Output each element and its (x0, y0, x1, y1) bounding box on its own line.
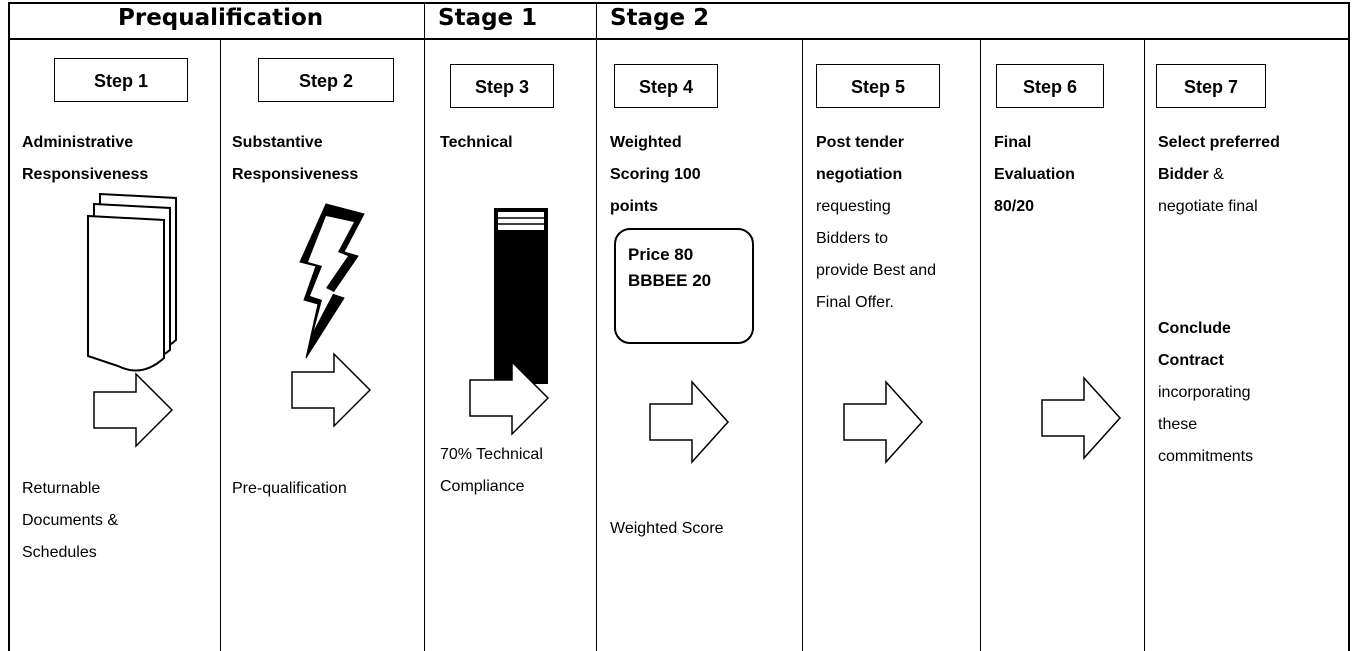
arrow-right-icon (649, 380, 730, 464)
col4-title-line2: Scoring 100 (610, 166, 701, 183)
col-divider-4 (802, 38, 803, 651)
step-2-box: Step 2 (258, 58, 394, 102)
col1-footer-line1: Returnable (22, 480, 101, 497)
col4-title-line1: Weighted (610, 134, 682, 151)
col7-line2: Bidder & (1158, 162, 1224, 188)
col7-ampersand: & (1208, 166, 1224, 183)
right-border (1348, 2, 1350, 651)
arrow-right-icon (93, 372, 174, 448)
col2-title-line2: Responsiveness (232, 166, 359, 183)
thermometer-bar-icon (494, 208, 548, 384)
col6-line2: Evaluation (994, 166, 1075, 183)
col7-bidder: Bidder (1158, 166, 1209, 183)
header-divider (8, 38, 1350, 40)
col3-title: Technical (440, 134, 513, 151)
col7-line1: Select preferred (1158, 134, 1280, 151)
step-5-box: Step 5 (816, 64, 940, 108)
col5-line3: requesting (816, 198, 891, 215)
step-6-box: Step 6 (996, 64, 1104, 108)
arrow-right-icon (291, 352, 372, 428)
col7-commitments: commitments (1158, 448, 1254, 465)
col-divider-2 (424, 2, 425, 651)
col3-footer-line1: 70% Technical (440, 446, 543, 463)
col4-footer: Weighted Score (610, 520, 724, 537)
header-prequalification: Prequalification (118, 5, 324, 31)
col7-line3: negotiate final (1158, 198, 1258, 215)
col1-title-line1: Administrative (22, 134, 134, 151)
arrow-right-icon (469, 360, 550, 436)
documents-icon (87, 192, 177, 372)
col5-line6: Final Offer. (816, 294, 894, 311)
top-border (8, 2, 1350, 4)
col-divider-5 (980, 38, 981, 651)
step-7-box: Step 7 (1156, 64, 1266, 108)
col-divider-3 (596, 2, 597, 651)
col6-line1: Final (994, 134, 1032, 151)
col1-title-line2: Responsiveness (22, 166, 149, 183)
left-border (8, 2, 10, 651)
badge-price: Price 80 (628, 245, 694, 264)
col7-incorporating: incorporating (1158, 384, 1251, 401)
step-4-box: Step 4 (614, 64, 718, 108)
col-divider-1 (220, 38, 221, 651)
col3-footer-line2: Compliance (440, 478, 525, 495)
header-stage-2: Stage 2 (610, 5, 710, 31)
col2-title-line1: Substantive (232, 134, 323, 151)
col4-title-line3: points (610, 198, 658, 215)
col5-line4: Bidders to (816, 230, 889, 247)
col6-line3: 80/20 (994, 198, 1035, 215)
col7-these: these (1158, 416, 1198, 433)
col1-footer-line2: Documents & (22, 512, 119, 529)
step-1-box: Step 1 (54, 58, 188, 102)
col2-footer: Pre-qualification (232, 480, 347, 497)
col1-footer-line3: Schedules (22, 544, 97, 561)
col5-line5: provide Best and (816, 262, 937, 279)
col-divider-6 (1144, 38, 1145, 651)
badge-bbbee: BBBEE 20 (628, 271, 712, 290)
arrow-right-icon (1041, 376, 1122, 460)
arrow-right-icon (843, 380, 924, 464)
col5-line2: negotiation (816, 166, 903, 183)
step-3-box: Step 3 (450, 64, 554, 108)
header-stage-1: Stage 1 (438, 5, 538, 31)
col7-contract: Contract (1158, 352, 1224, 369)
col7-conclude: Conclude (1158, 320, 1231, 337)
lightning-icon (299, 203, 365, 359)
col5-line1: Post tender (816, 134, 905, 151)
score-weight-badge: Price 80 BBBEE 20 (614, 228, 754, 344)
